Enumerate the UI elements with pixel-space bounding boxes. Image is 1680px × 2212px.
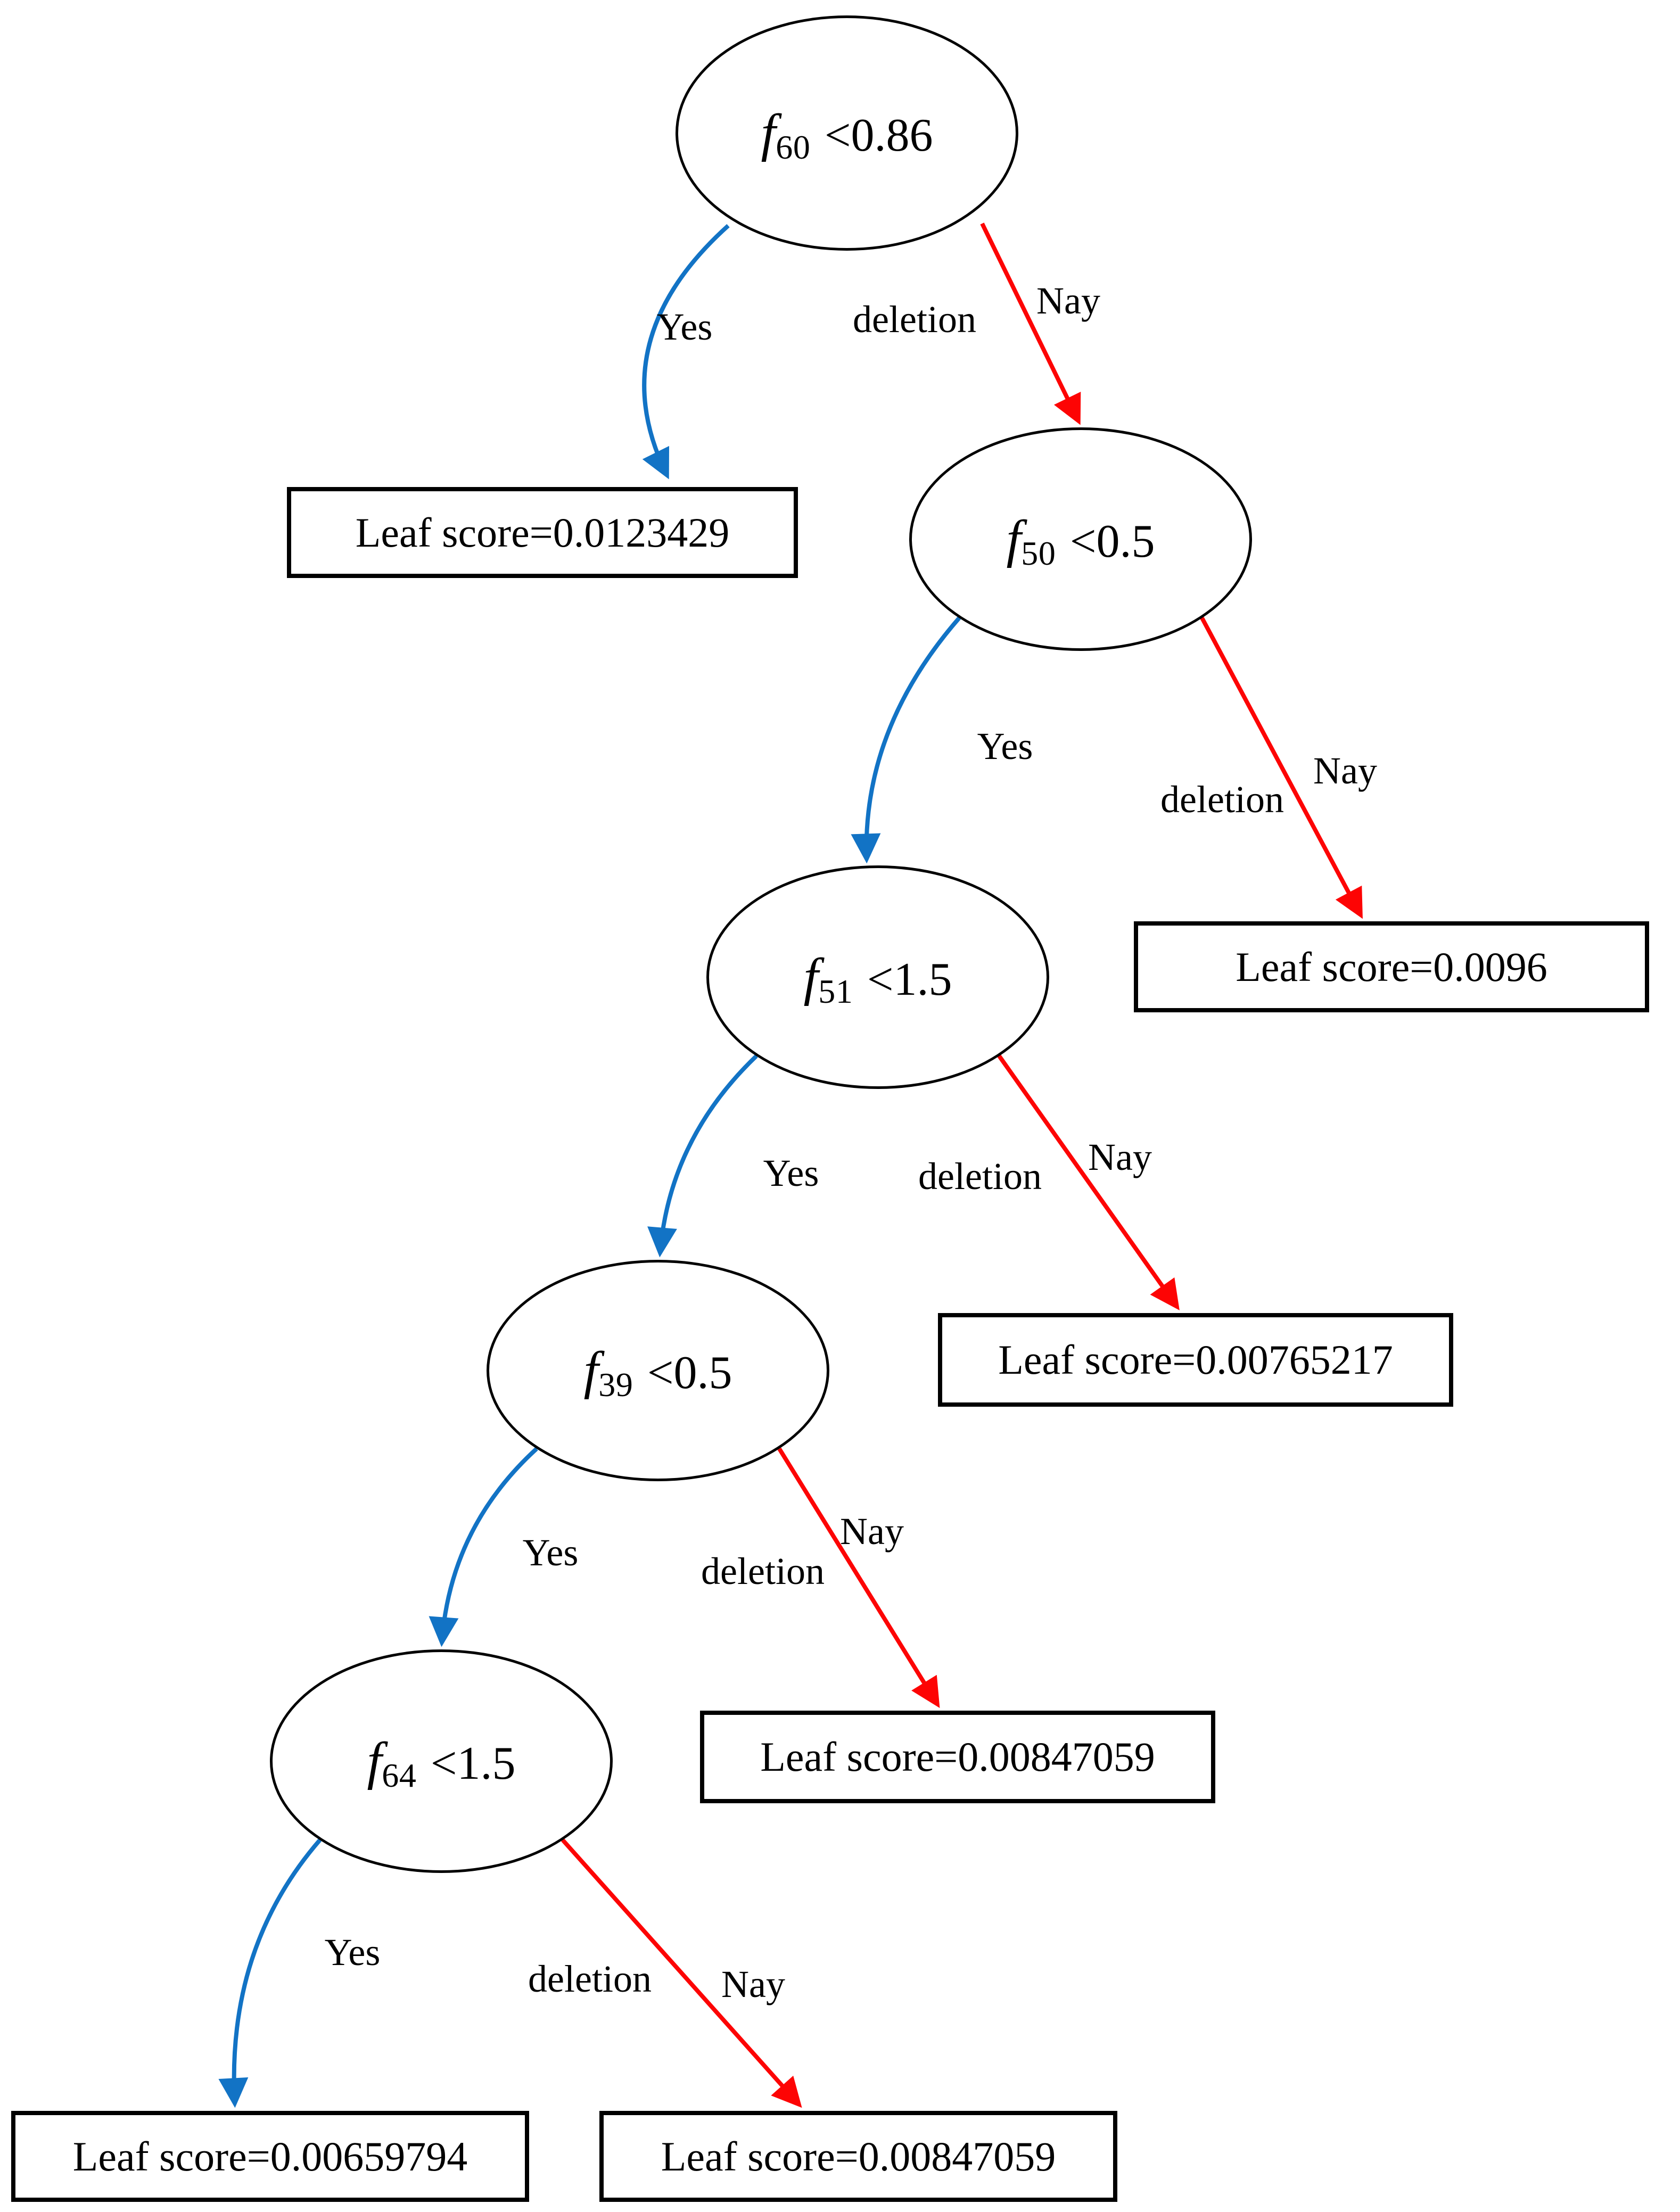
threshold: <0.5 xyxy=(647,1347,732,1399)
edge-nay-f51-to-leaf2 xyxy=(997,1054,1180,1310)
node-condition: f60 <0.86 xyxy=(761,103,933,164)
edge-label-deletion-1: deletion xyxy=(1160,778,1284,821)
edge-yes-f60-to-leaf0 xyxy=(642,224,730,480)
leaf-box-0: Leaf score=0.0123429 xyxy=(287,487,798,578)
leaf-score-text: Leaf score=0.0123429 xyxy=(355,509,730,556)
leaf-score-text: Leaf score=0.00847059 xyxy=(661,2133,1056,2180)
edge-yes-f51-to-f39 xyxy=(647,1054,758,1258)
feature-symbol: f xyxy=(367,1731,382,1790)
edge-label-nay-2: Nay xyxy=(1088,1136,1152,1178)
edge-yes-f64-to-leaf4 xyxy=(218,1838,322,2108)
threshold: <0.86 xyxy=(824,110,933,161)
node-condition: f39 <0.5 xyxy=(583,1341,732,1402)
edge-nay-f60-to-f50 xyxy=(980,222,1081,425)
leaf-box-3: Leaf score=0.00847059 xyxy=(700,1711,1215,1803)
leaf-box-5: Leaf score=0.00847059 xyxy=(599,2111,1117,2202)
tree-node-f60: f60 <0.86 xyxy=(676,15,1018,251)
edge-yes-f50-to-f51 xyxy=(851,616,961,864)
edge-label-nay-1: Nay xyxy=(1313,749,1377,792)
tree-node-f64: f64 <1.5 xyxy=(270,1649,613,1873)
edge-label-nay-4: Nay xyxy=(721,1963,785,2005)
edge-yes-f39-to-f64 xyxy=(429,1447,538,1647)
leaf-score-text: Leaf score=0.0096 xyxy=(1236,943,1547,990)
threshold: <1.5 xyxy=(430,1738,516,1789)
feature-symbol: f xyxy=(583,1341,599,1400)
threshold: <0.5 xyxy=(1069,516,1155,567)
feature-subscript: 64 xyxy=(382,1756,417,1795)
edge-label-yes-4: Yes xyxy=(324,1931,381,1974)
edge-label-deletion-2: deletion xyxy=(918,1155,1042,1198)
edge-label-yes-3: Yes xyxy=(522,1531,579,1574)
node-condition: f64<1.5 xyxy=(367,1735,516,1793)
feature-subscript: 39 xyxy=(598,1366,633,1404)
node-condition: f51<1.5 xyxy=(803,951,952,1009)
feature-subscript: 50 xyxy=(1021,534,1056,573)
feature-subscript: 51 xyxy=(818,972,853,1011)
edge-nay-f39-to-leaf3 xyxy=(777,1447,940,1708)
edge-nay-f50-to-leaf1 xyxy=(1200,617,1363,919)
node-condition: f50<0.5 xyxy=(1006,513,1155,571)
tree-node-f39: f39 <0.5 xyxy=(487,1260,829,1481)
edge-label-yes-0: Yes xyxy=(656,306,713,348)
feature-symbol: f xyxy=(803,947,819,1006)
edge-nay-f64-to-leaf5 xyxy=(561,1838,802,2108)
edge-label-yes-2: Yes xyxy=(763,1152,819,1194)
leaf-score-text: Leaf score=0.00659794 xyxy=(72,2133,468,2180)
feature-subscript: 60 xyxy=(776,128,811,167)
leaf-box-1: Leaf score=0.0096 xyxy=(1134,921,1649,1012)
tree-node-f50: f50 <0.5 xyxy=(909,427,1252,651)
edge-label-deletion-3: deletion xyxy=(701,1550,825,1592)
edge-label-yes-1: Yes xyxy=(977,725,1033,767)
tree-node-f51: f51 <1.5 xyxy=(706,865,1049,1089)
threshold: <1.5 xyxy=(867,954,952,1005)
edge-label-nay-3: Nay xyxy=(840,1510,904,1553)
leaf-score-text: Leaf score=0.00847059 xyxy=(760,1734,1155,1780)
edge-label-deletion-0: deletion xyxy=(853,298,976,341)
feature-symbol: f xyxy=(761,103,776,162)
leaf-box-2: Leaf score=0.00765217 xyxy=(938,1313,1453,1407)
edge-label-deletion-4: deletion xyxy=(528,1958,652,2000)
leaf-score-text: Leaf score=0.00765217 xyxy=(998,1336,1393,1383)
feature-symbol: f xyxy=(1006,509,1022,568)
edge-label-nay-0: Nay xyxy=(1036,279,1100,322)
leaf-box-4: Leaf score=0.00659794 xyxy=(11,2111,529,2202)
